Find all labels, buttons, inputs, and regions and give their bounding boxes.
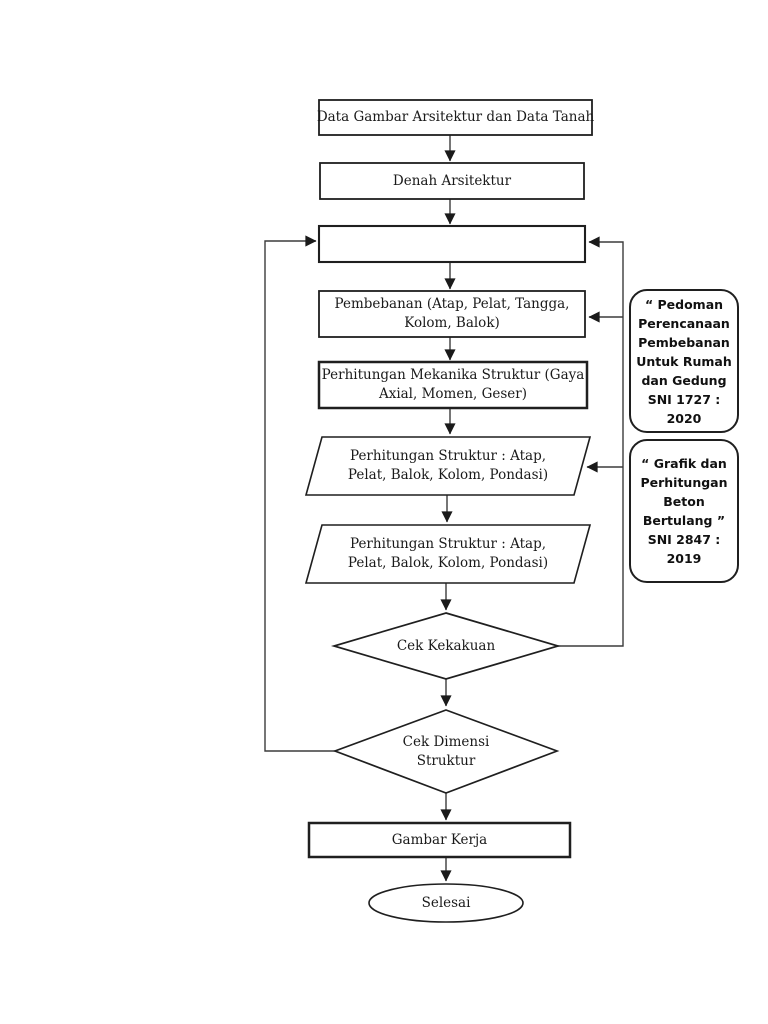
- annotation-sni-2847-shape: [629, 439, 739, 583]
- node-struktur1-label: Perhitungan Struktur : Atap, Pelat, Balo…: [347, 448, 549, 483]
- annotation-sni-1727-label: “ Pedoman Perencanaan Pembebanan Untuk R…: [636, 296, 732, 426]
- node-selesai-label: Selesai: [421, 894, 471, 911]
- node-mekanika-label: Perhitungan Mekanika Struktur (Gaya Axia…: [321, 367, 585, 402]
- node-cek-dimensi-shape: [332, 709, 560, 794]
- node-blank-shape: [317, 224, 587, 264]
- node-struktur1-shape: [304, 436, 592, 496]
- node-pembebanan-shape: [318, 290, 586, 338]
- annotation-sni-2847-label: “ Grafik dan Perhitungan Beton Bertulang…: [640, 456, 728, 566]
- node-mekanika-shape: [317, 360, 589, 410]
- node-denah-label: Denah Arsitektur: [392, 172, 512, 189]
- node-struktur2-label: Perhitungan Struktur : Atap, Pelat, Balo…: [347, 536, 549, 571]
- annotation-sni-1727-shape: [629, 289, 739, 433]
- node-data-gambar-label: Data Gambar Arsitektur dan Data Tanah: [316, 109, 595, 125]
- node-gambar-kerja-shape: [307, 821, 572, 859]
- node-pembebanan-label: Pembebanan (Atap, Pelat, Tangga, Kolom, …: [334, 296, 570, 331]
- node-selesai-shape: [368, 883, 524, 923]
- node-cek-kekakuan-shape: [330, 612, 562, 680]
- node-data-gambar-shape: [318, 99, 593, 136]
- node-denah-shape: [319, 162, 585, 200]
- node-cek-dimensi-label: Cek Dimensi Struktur: [402, 733, 490, 769]
- node-cek-kekakuan-label: Cek Kekakuan: [396, 637, 496, 654]
- node-struktur2-shape: [304, 524, 592, 584]
- edge-feedback-left: [264, 235, 335, 752]
- edge-feedback-right: [558, 236, 624, 647]
- node-gambar-kerja-label: Gambar Kerja: [391, 831, 488, 848]
